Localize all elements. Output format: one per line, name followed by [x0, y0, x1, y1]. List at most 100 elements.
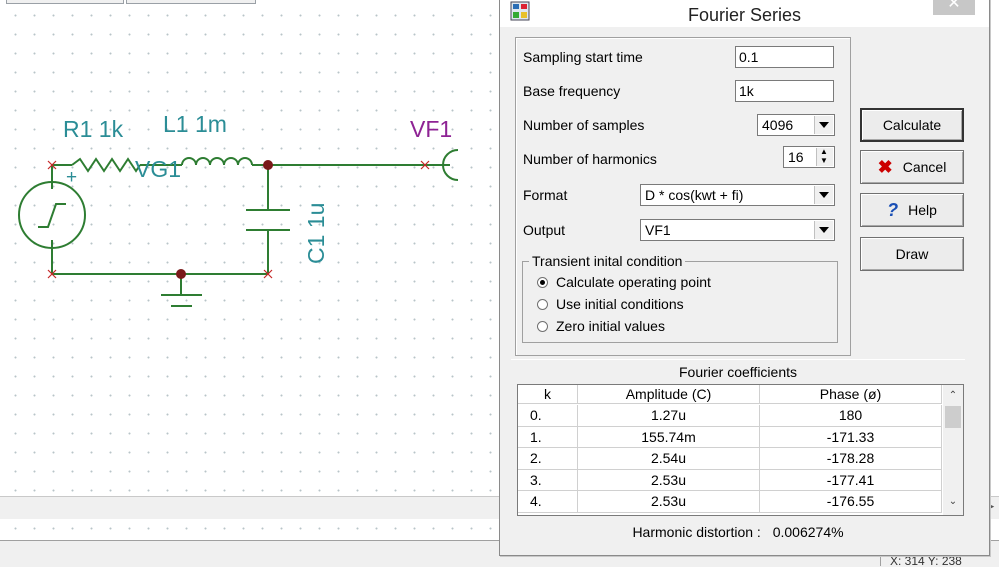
radio-button[interactable]: [537, 320, 548, 332]
cell-amplitude: 2.54u: [578, 448, 760, 470]
document-tabs: [0, 0, 260, 4]
cursor-coordinates: X: 314 Y: 238: [890, 554, 962, 568]
number-of-samples-select[interactable]: 4096: [757, 114, 835, 136]
chevron-down-icon[interactable]: [814, 116, 833, 134]
close-button[interactable]: ✕: [933, 0, 975, 15]
sampling-start-time-input[interactable]: [735, 46, 834, 68]
cell-phase: -178.28: [760, 448, 942, 470]
chevron-down-icon[interactable]: [814, 221, 833, 239]
dialog-titlebar[interactable]: Fourier Series ✕: [500, 0, 989, 27]
fourier-coefficients-panel: Fourier coefficients k Amplitude (C) Pha…: [511, 359, 965, 548]
cell-phase: -171.33: [760, 426, 942, 448]
table-scrollbar[interactable]: ⌃ ⌄: [943, 385, 963, 515]
settings-panel: Sampling start time Base frequency Numbe…: [515, 37, 851, 356]
circuit-diagram: [18, 149, 459, 307]
radio-button[interactable]: [537, 276, 548, 288]
cell-amplitude: 1.27u: [578, 405, 760, 427]
table-row[interactable]: 4. 2.53u -176.55: [518, 491, 942, 513]
dialog-title: Fourier Series: [687, 5, 802, 25]
transient-condition-group: Transient inital condition Calculate ope…: [522, 253, 838, 343]
harmonic-distortion: Harmonic distortion : 0.006274%: [511, 524, 965, 540]
resistor-r1: [71, 157, 141, 173]
column-header[interactable]: k: [518, 385, 578, 404]
node-dot: [176, 269, 186, 279]
table-row[interactable]: 2. 2.54u -178.28: [518, 448, 942, 470]
app-icon: [510, 1, 530, 21]
cell-k: 0.: [518, 405, 578, 427]
document-tab[interactable]: [126, 0, 256, 4]
number-of-samples-label: Number of samples: [523, 117, 645, 133]
document-tab[interactable]: [6, 0, 124, 4]
cancel-button-label: Cancel: [902, 159, 947, 175]
node-dot: [263, 160, 273, 170]
plus-sign: +: [66, 167, 78, 188]
r1-label[interactable]: R1 1k: [63, 116, 124, 142]
scroll-down-arrow-icon[interactable]: ⌄: [948, 496, 958, 507]
number-of-harmonics-label: Number of harmonics: [523, 151, 657, 167]
radio-calculate-operating-point[interactable]: Calculate operating point: [537, 274, 711, 290]
output-value: VF1: [645, 222, 671, 238]
harmonic-distortion-label: Harmonic distortion :: [632, 524, 761, 540]
number-of-harmonics-stepper[interactable]: 16 ▲ ▼: [783, 146, 835, 168]
cell-amplitude: 2.53u: [578, 491, 760, 513]
chevron-down-icon[interactable]: [814, 186, 833, 204]
radio-use-initial-conditions[interactable]: Use initial conditions: [537, 296, 684, 312]
table-row[interactable]: 3. 2.53u -177.41: [518, 469, 942, 491]
cell-k: 1.: [518, 426, 578, 448]
base-frequency-input[interactable]: [735, 80, 834, 102]
draw-button[interactable]: Draw: [860, 237, 964, 271]
cell-k: 4.: [518, 491, 578, 513]
vf1-label[interactable]: VF1: [410, 116, 453, 142]
table-row[interactable]: 0. 1.27u 180: [518, 405, 942, 427]
column-header[interactable]: Amplitude (C): [578, 385, 760, 404]
cell-k: 2.: [518, 448, 578, 470]
calculate-button[interactable]: Calculate: [860, 108, 964, 142]
scroll-up-arrow-icon[interactable]: ⌃: [948, 390, 958, 401]
output-select[interactable]: VF1: [640, 219, 835, 241]
help-question-icon: ?: [887, 199, 899, 220]
cell-amplitude: 155.74m: [578, 426, 760, 448]
number-of-samples-value: 4096: [762, 117, 794, 133]
coefficients-table[interactable]: k Amplitude (C) Phase (ø) 0. 1.27u 180 1…: [517, 384, 964, 516]
cell-amplitude: 2.53u: [578, 469, 760, 491]
table-row[interactable]: 1. 155.74m -171.33: [518, 426, 942, 448]
table-header: k Amplitude (C) Phase (ø): [518, 385, 942, 405]
calculate-button-label: Calculate: [882, 117, 942, 133]
scrollbar-thumb[interactable]: [945, 406, 961, 428]
vg1-label[interactable]: VG1: [135, 156, 182, 182]
harmonic-distortion-value: 0.006274%: [772, 524, 844, 540]
sampling-start-time-label: Sampling start time: [523, 49, 643, 65]
cancel-button[interactable]: ✖ Cancel: [860, 150, 964, 184]
c1-label[interactable]: C1 1u: [303, 202, 329, 264]
cell-phase: -177.41: [760, 469, 942, 491]
voltmeter-vf1: [442, 149, 459, 181]
stepper-down-icon[interactable]: ▼: [820, 156, 828, 165]
radio-button[interactable]: [537, 298, 548, 310]
stepper-up-icon[interactable]: ▲: [820, 147, 828, 156]
l1-label[interactable]: L1 1m: [163, 111, 227, 137]
cancel-x-icon: ✖: [877, 156, 893, 177]
column-header[interactable]: Phase (ø): [760, 385, 942, 404]
cell-phase: -176.55: [760, 491, 942, 513]
inductor-l1: [181, 157, 253, 166]
format-select[interactable]: D * cos(kwt + fi): [640, 184, 835, 206]
radio-label: Zero initial values: [556, 318, 665, 334]
help-button-label: Help: [908, 202, 937, 218]
radio-label: Use initial conditions: [556, 296, 684, 312]
fourier-series-dialog: Fourier Series ✕ Sampling start time Bas…: [499, 0, 990, 556]
coefficients-title: Fourier coefficients: [678, 364, 797, 380]
table-body: 0. 1.27u 180 1. 155.74m -171.33 2. 2.54u…: [518, 405, 942, 513]
draw-button-label: Draw: [895, 246, 929, 262]
voltage-source-vg1: [18, 181, 86, 249]
cell-k: 3.: [518, 469, 578, 491]
radio-zero-initial-values[interactable]: Zero initial values: [537, 318, 665, 334]
format-value: D * cos(kwt + fi): [645, 187, 744, 203]
number-of-harmonics-value: 16: [788, 149, 804, 165]
step-symbol: [38, 203, 66, 228]
format-label: Format: [523, 187, 568, 203]
cell-phase: 180: [760, 405, 942, 427]
radio-label: Calculate operating point: [556, 274, 711, 290]
help-button[interactable]: ? Help: [860, 193, 964, 227]
transient-condition-legend: Transient inital condition: [529, 253, 686, 269]
stepper-buttons[interactable]: ▲ ▼: [816, 148, 833, 166]
